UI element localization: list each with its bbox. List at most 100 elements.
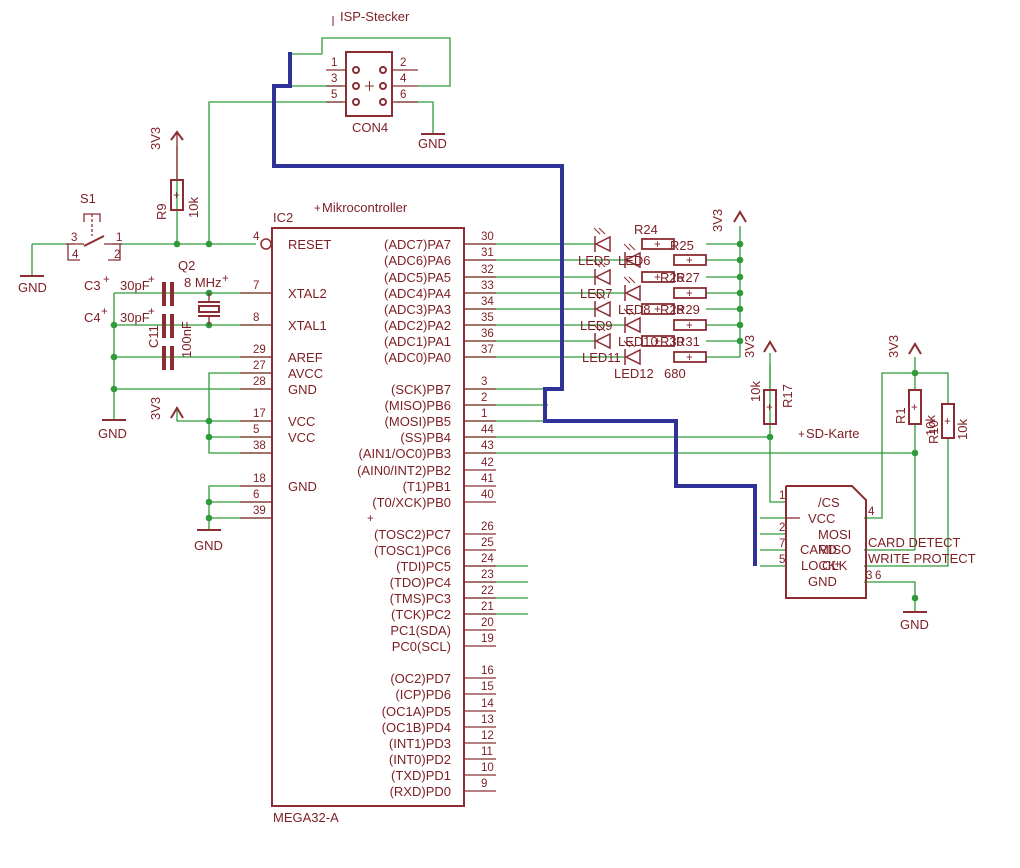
s1-contact — [83, 235, 105, 247]
mcu-pin-num: 29 — [253, 344, 266, 356]
isp-title: ISP-Stecker — [340, 9, 410, 24]
led-ray — [598, 260, 606, 268]
sd-pin-num: 2 — [779, 522, 785, 534]
mcu-pin-label: (AIN0/INT2)PB2 — [357, 463, 451, 478]
mcu-pin-num: 42 — [481, 457, 494, 469]
capacitors: C3 + 30pF + C4 + 30pF + C11 100nF — [84, 274, 194, 370]
led-label: LED8 — [618, 302, 651, 317]
mcu-part: MEGA32-A — [273, 810, 339, 825]
mcu-pin-label: GND — [288, 479, 317, 494]
led-resistor-body — [641, 335, 675, 347]
spi-bus-line — [272, 52, 757, 566]
c3-plate — [170, 282, 174, 306]
mcu-pin-label: XTAL1 — [288, 318, 327, 333]
mcu-pin-num: 23 — [481, 569, 494, 581]
r10-name: R10 — [926, 420, 941, 444]
junction-dot — [736, 273, 744, 281]
c11-plate — [170, 346, 174, 370]
led-resistor-body — [673, 287, 707, 299]
isp-connector: ISP-Stecker 1 2 3 4 5 6 CON4 GND — [326, 9, 447, 151]
led-ray — [593, 292, 601, 300]
led-label: R26 — [660, 270, 684, 285]
mcu-pin-num: 36 — [481, 328, 494, 340]
mcu-pin-label: PC1(SDA) — [390, 623, 451, 638]
led11-name: LED11 — [582, 350, 621, 365]
mcu-pin-num: 5 — [253, 424, 259, 436]
led-ray — [593, 324, 601, 332]
mcu-pin-label: (ADC2)PA2 — [384, 318, 451, 333]
isp-pad — [352, 98, 360, 106]
sd-pin-num: 5 — [779, 554, 785, 566]
junction-dot — [736, 337, 744, 345]
mcu-pin-label: (INT0)PD2 — [389, 752, 451, 767]
led-ray — [598, 324, 606, 332]
c3-plate — [162, 282, 166, 306]
led-label: R28 — [660, 302, 684, 317]
mcu-pin-num: 20 — [481, 617, 494, 629]
mcu-pin-num: 6 — [253, 489, 259, 501]
mcu-pin-label: (T1)PB1 — [403, 479, 451, 494]
s1-lead — [108, 244, 121, 261]
led-label: R30 — [660, 334, 684, 349]
v3-label: 3V3 — [148, 397, 163, 420]
mcu-pin-label: (OC1B)PD4 — [382, 720, 451, 735]
r-value: 680 — [664, 366, 686, 381]
mcu-pin-num: 31 — [481, 247, 494, 259]
isp-name: CON4 — [352, 120, 388, 135]
led-ray — [593, 227, 601, 235]
mcu-pin-label: (ADC3)PA3 — [384, 302, 451, 317]
isp-pad — [379, 98, 387, 106]
mcu-pin-label: AREF — [288, 350, 323, 365]
isp-body — [345, 51, 393, 117]
junction-dot — [205, 417, 213, 425]
wire-write-protect — [864, 438, 949, 567]
mcu-pin-label: VCC — [288, 414, 315, 429]
sd-pin-label: CARD — [800, 542, 837, 557]
mcu-pin-label: GND — [288, 382, 317, 397]
isp-pin-num: 6 — [400, 89, 406, 101]
mcu-pin-label: (RXD)PD0 — [390, 784, 451, 799]
mcu-pin-num: 9 — [481, 778, 487, 790]
left-grounds: GND 3V3 GND — [98, 397, 223, 553]
junction-dot — [110, 321, 118, 329]
led-resistor-plus: + — [654, 304, 661, 316]
r10-value: 10k — [955, 419, 970, 440]
r24-name: R24 — [634, 222, 658, 237]
mcu-pin-num: 15 — [481, 681, 494, 693]
junction-dots — [110, 240, 919, 602]
v3-label: 3V3 — [148, 127, 163, 150]
led-ray — [628, 340, 636, 348]
crystal-q2: Q2 8 MHz + — [178, 258, 229, 325]
mcu-pin-label: (OC2)PD7 — [390, 671, 451, 686]
r1-name: R1 — [893, 407, 908, 424]
isp-pad — [379, 82, 387, 90]
sd-body — [785, 485, 867, 599]
supply-arrow-icon — [908, 342, 922, 355]
wire-sd-vcc-r — [864, 372, 949, 519]
sd-pin-label: /CS — [818, 495, 840, 510]
mcu-right-pins: 30(ADC7)PA731(ADC6)PA632(ADC5)PA533(ADC4… — [357, 231, 496, 799]
c11-name: C11 — [146, 325, 161, 348]
led-resistor-plus: + — [686, 288, 693, 300]
gnd-label: GND — [194, 538, 223, 553]
mcu-pin-label: (TOSC1)PC6 — [374, 543, 451, 558]
led-resistors: ++++++++ — [641, 238, 707, 364]
led-ray — [598, 227, 606, 235]
r10-plus: + — [944, 416, 951, 428]
mcu-pin-label: (MISO)PB6 — [385, 398, 451, 413]
q2-name: Q2 — [178, 258, 195, 273]
v3-label: 3V3 — [710, 209, 725, 232]
sd-pin-num: 7 — [779, 538, 785, 550]
mcu-pin-label: (OC1A)PD5 — [382, 704, 451, 719]
mcu-pin-label: (TMS)PC3 — [390, 591, 451, 606]
r25-name: R25 — [670, 238, 694, 253]
sd-pin-label: MISO — [818, 542, 851, 557]
switch-s1: S1 3 4 1 2 GND — [18, 191, 122, 295]
mcu-pin-num: 37 — [481, 344, 494, 356]
led-resistor-body — [641, 303, 675, 315]
mcu-pin-num: 32 — [481, 264, 494, 276]
sd-pin-num: 4 — [868, 506, 875, 518]
